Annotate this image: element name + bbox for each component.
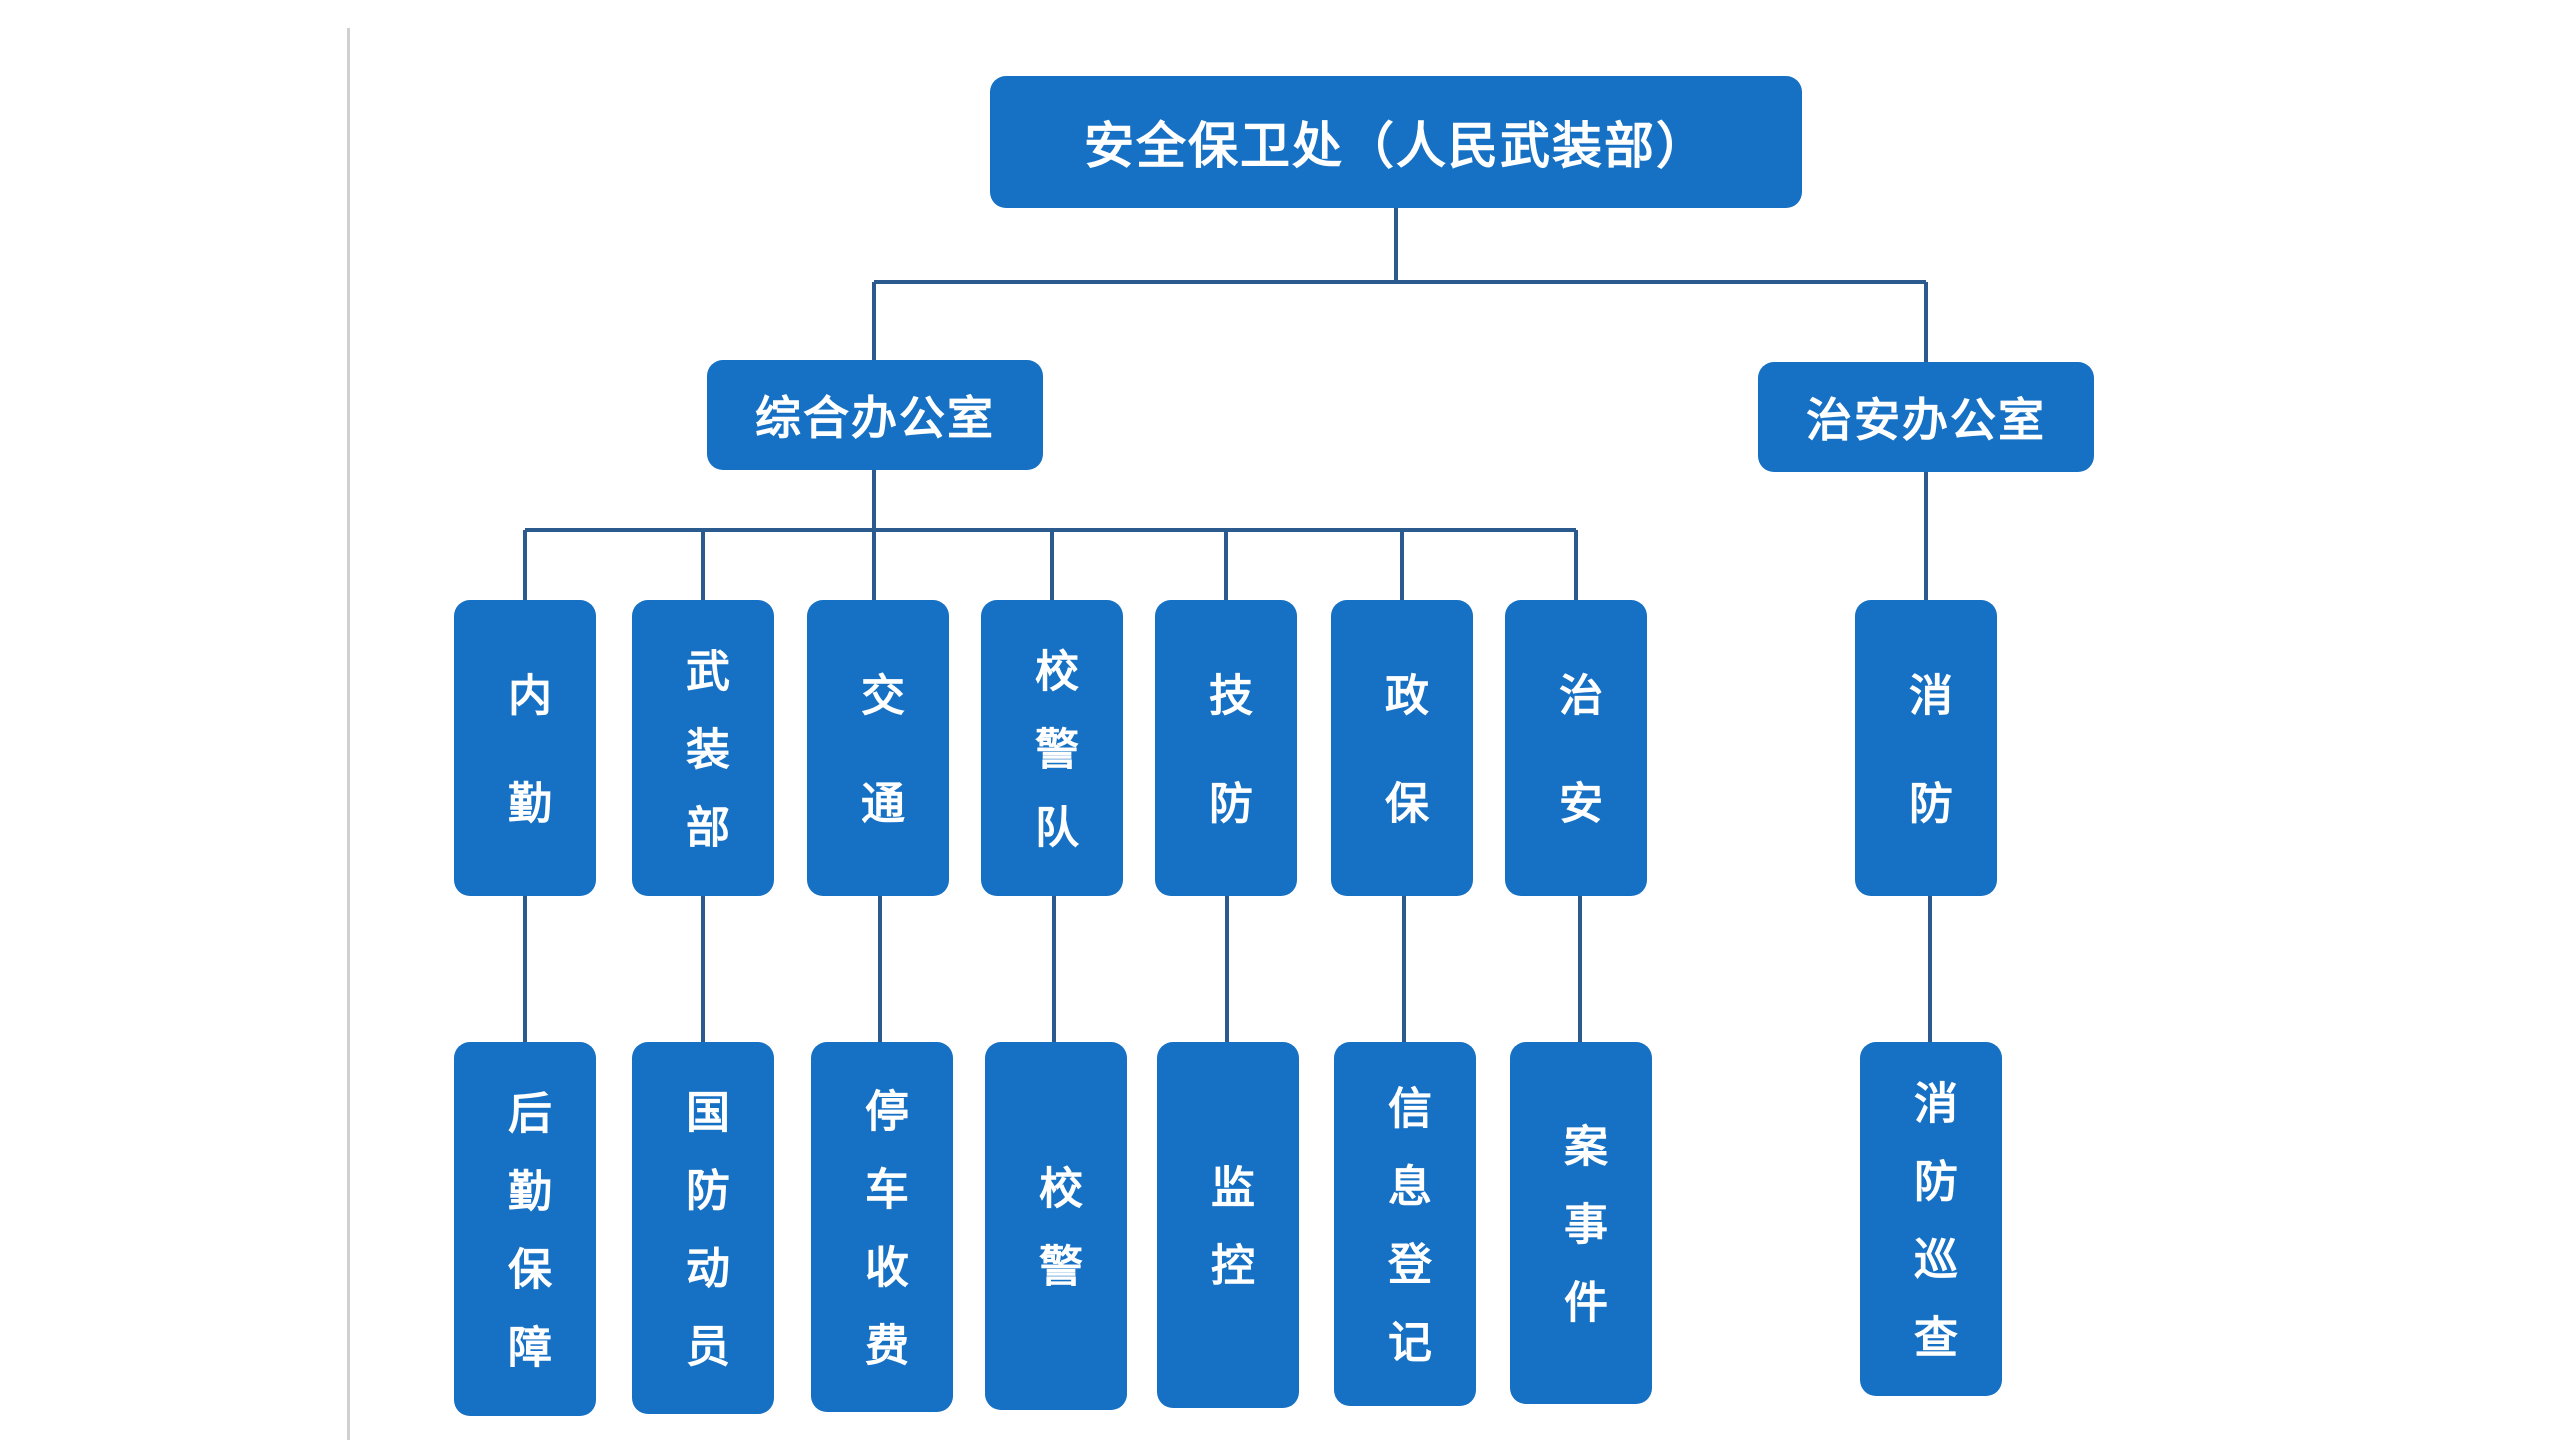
sub-label: 校警	[1031, 1165, 1082, 1321]
sub-logistics: 后勤保障	[454, 1042, 596, 1416]
root-label: 安全保卫处（人民武装部）	[1084, 117, 1708, 175]
section-label: 政保	[1377, 672, 1428, 888]
section-armed-forces: 武装部	[632, 600, 774, 896]
sub-label: 信息登记	[1380, 1085, 1431, 1397]
sub-fire-patrol: 消防巡查	[1860, 1042, 2002, 1396]
section-fire-safety: 消防	[1855, 600, 1997, 896]
section-tech-defense: 技防	[1155, 600, 1297, 896]
section-campus-police: 校警队	[981, 600, 1123, 896]
sub-label: 国防动员	[678, 1089, 729, 1401]
section-label: 技防	[1201, 672, 1252, 888]
sub-label: 后勤保障	[500, 1090, 551, 1402]
sub-parking-fees: 停车收费	[811, 1042, 953, 1412]
section-label: 交通	[853, 672, 904, 888]
sub-national-mobilization: 国防动员	[632, 1042, 774, 1414]
section-public-order: 治安	[1505, 600, 1647, 896]
sub-label: 案事件	[1556, 1123, 1607, 1357]
section-label: 内勤	[500, 672, 551, 888]
office-public-security: 治安办公室	[1758, 362, 2094, 472]
sub-label: 消防巡查	[1906, 1080, 1957, 1392]
office-label: 治安办公室	[1806, 393, 2046, 447]
section-label: 校警队	[1027, 648, 1078, 882]
sub-info-registration: 信息登记	[1334, 1042, 1476, 1406]
left-divider-line	[347, 28, 350, 1440]
section-label: 武装部	[678, 648, 729, 882]
section-political-security: 政保	[1331, 600, 1473, 896]
section-internal-affairs: 内勤	[454, 600, 596, 896]
sub-monitoring: 监控	[1157, 1042, 1299, 1408]
office-label: 综合办公室	[755, 391, 995, 445]
section-label: 治安	[1551, 672, 1602, 888]
sub-case-incidents: 案事件	[1510, 1042, 1652, 1404]
root-node: 安全保卫处（人民武装部）	[990, 76, 1802, 208]
sub-label: 停车收费	[857, 1088, 908, 1400]
office-comprehensive: 综合办公室	[707, 360, 1043, 470]
section-traffic: 交通	[807, 600, 949, 896]
sub-campus-police: 校警	[985, 1042, 1127, 1410]
section-label: 消防	[1901, 672, 1952, 888]
sub-label: 监控	[1203, 1164, 1254, 1320]
